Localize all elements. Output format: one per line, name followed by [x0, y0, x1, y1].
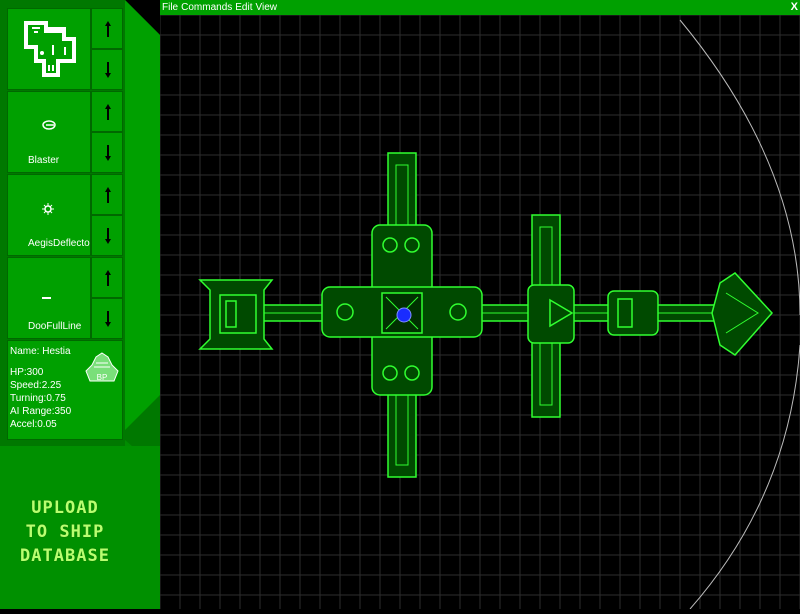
range-arc-top: [679, 19, 800, 316]
menu-view[interactable]: View: [255, 2, 278, 13]
stat-accel: Accel:0.05: [10, 419, 57, 430]
stat-speed: Speed:2.25: [10, 380, 62, 391]
slot-label-aegis-deflector: AegisDeflector: [28, 238, 90, 249]
upload-line-1: UPLOAD: [31, 498, 99, 518]
slot-label-blaster: Blaster: [28, 155, 60, 166]
arrow-down-icon: [105, 228, 111, 244]
part-slot-blaster[interactable]: Blaster: [7, 91, 91, 173]
arrow-up-icon: [105, 270, 111, 286]
arrow-up-icon: [105, 187, 111, 203]
arrow-up-icon: [105, 104, 111, 120]
upload-line-3: DATABASE: [20, 546, 110, 566]
slot3-up-button[interactable]: [91, 257, 123, 298]
tail-fin: [711, 272, 774, 356]
blueprint-badge-text: BP: [97, 373, 108, 382]
arrow-up-icon: [105, 21, 111, 37]
arrow-down-icon: [105, 311, 111, 327]
slot0-down-button[interactable]: [91, 49, 123, 90]
room-layout-icon: [24, 21, 76, 77]
arrow-down-icon: [105, 62, 111, 78]
part-slot-room[interactable]: [7, 8, 91, 90]
slot1-down-button[interactable]: [91, 132, 123, 173]
close-button[interactable]: X: [790, 1, 798, 13]
ship-stats-panel: Name: Hestia HP:300 Speed:2.25 Turning:0…: [7, 340, 123, 440]
part-slot-door-full-line[interactable]: DooFullLine: [7, 257, 91, 339]
stat-turning: Turning:0.75: [10, 393, 66, 404]
arrow-down-icon: [105, 145, 111, 161]
range-arc-bottom: [689, 344, 800, 610]
menu-edit[interactable]: Edit: [235, 2, 253, 13]
blueprint-badge-icon: BP: [85, 352, 119, 382]
ship-editor-svg: [159, 14, 800, 610]
menu-commands[interactable]: Commands: [181, 2, 233, 13]
ship-hestia[interactable]: [198, 152, 774, 478]
menu-file[interactable]: File: [162, 2, 179, 13]
stat-hp: HP:300: [10, 367, 44, 378]
slot2-up-button[interactable]: [91, 174, 123, 215]
ship-name: Name: Hestia: [10, 346, 71, 357]
upload-line-2: TO SHIP: [25, 522, 105, 542]
door-line-icon: [42, 297, 51, 299]
ship-core[interactable]: [396, 307, 412, 323]
sidebar: Blaster AegisDeflector DooFullLine Name:…: [0, 0, 160, 609]
aegis-deflector-icon: [42, 203, 54, 215]
stat-ai-range: AI Range:350: [10, 406, 72, 417]
slot3-down-button[interactable]: [91, 298, 123, 339]
ship-editor-canvas[interactable]: [159, 14, 800, 610]
slot2-down-button[interactable]: [91, 215, 123, 256]
slot0-up-button[interactable]: [91, 8, 123, 49]
slot-label-door-full-line: DooFullLine: [28, 321, 82, 332]
upload-to-ship-database-button[interactable]: UPLOAD TO SHIP DATABASE: [10, 496, 120, 568]
slot1-up-button[interactable]: [91, 91, 123, 132]
blaster-icon: [42, 120, 56, 130]
part-slot-aegis-deflector[interactable]: AegisDeflector: [7, 174, 91, 256]
rear-module: [607, 290, 659, 336]
